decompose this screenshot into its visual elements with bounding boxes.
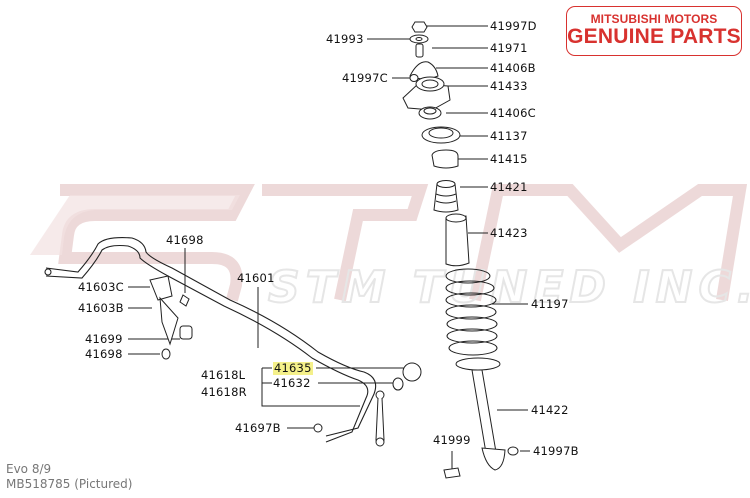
part-label-41618r[interactable]: 41618R	[201, 385, 247, 399]
part-label-41618l[interactable]: 41618L	[201, 368, 246, 382]
badge-title: GENUINE PARTS	[567, 25, 741, 48]
part-label-41999[interactable]: 41999	[433, 433, 471, 447]
part-label-41698-top[interactable]: 41698	[166, 233, 204, 247]
part-label-41997c[interactable]: 41997C	[342, 71, 388, 85]
genuine-parts-badge: MITSUBISHI MOTORS GENUINE PARTS	[566, 6, 742, 56]
part-label-41415[interactable]: 41415	[490, 152, 528, 166]
part-label-41635-highlighted[interactable]: 41635	[273, 361, 313, 375]
part-label-41997d[interactable]: 41997D	[490, 19, 537, 33]
part-label-41137[interactable]: 41137	[490, 129, 528, 143]
caption-part-number: MB518785 (Pictured)	[6, 477, 133, 491]
part-label-41993[interactable]: 41993	[326, 32, 364, 46]
part-label-41698-bottom[interactable]: 41698	[85, 347, 123, 361]
part-label-41601[interactable]: 41601	[237, 271, 275, 285]
part-label-41971[interactable]: 41971	[490, 41, 528, 55]
part-label-41632[interactable]: 41632	[273, 376, 311, 390]
part-label-41433[interactable]: 41433	[490, 79, 528, 93]
part-label-41423[interactable]: 41423	[490, 226, 528, 240]
part-label-41603b[interactable]: 41603B	[78, 301, 124, 315]
part-label-41406c[interactable]: 41406C	[490, 106, 536, 120]
caption-model: Evo 8/9	[6, 462, 52, 476]
part-label-41421[interactable]: 41421	[490, 180, 528, 194]
part-label-41197[interactable]: 41197	[531, 297, 569, 311]
badge-brand: MITSUBISHI MOTORS	[590, 12, 718, 26]
part-label-41406b[interactable]: 41406B	[490, 61, 536, 75]
svg-text:STM TUNED INC.: STM TUNED INC.	[268, 262, 750, 313]
part-label-41697b[interactable]: 41697B	[235, 421, 281, 435]
part-label-41422[interactable]: 41422	[531, 403, 569, 417]
part-label-41603c[interactable]: 41603C	[78, 280, 124, 294]
part-label-41997b[interactable]: 41997B	[533, 444, 579, 458]
part-label-41699[interactable]: 41699	[85, 332, 123, 346]
